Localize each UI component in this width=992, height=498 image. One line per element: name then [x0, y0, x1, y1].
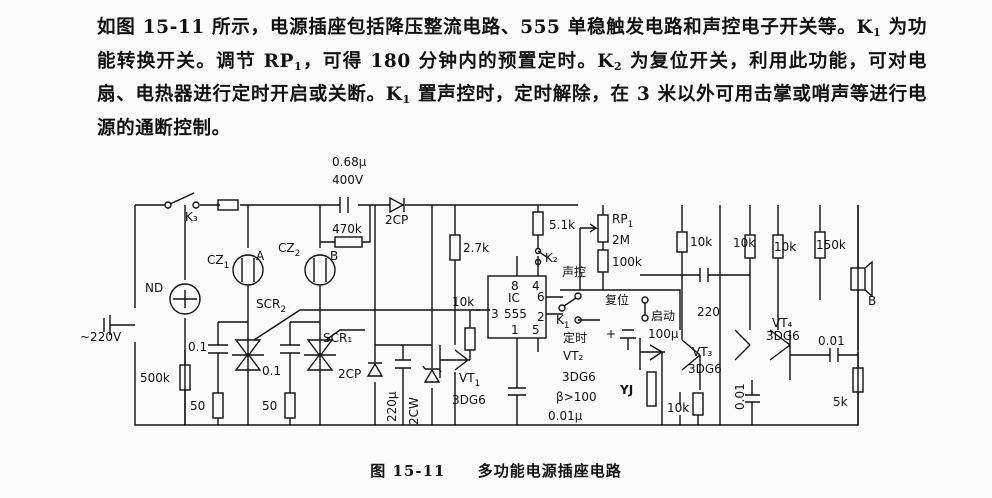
label-c-220u: 220μ [385, 391, 399, 422]
label-r-10k-b: 10k [733, 236, 755, 250]
label-r-51k: 5.1k [549, 218, 575, 232]
label-r-10k-c: 10k [774, 240, 796, 254]
wiring [103, 192, 873, 426]
label-r-470k: 470k [332, 222, 362, 236]
text-run: 置声控时，定时解除，在 3 米以外可用击掌或哨声等进行电源的通断控制。 [97, 84, 927, 139]
label-rp1: RP1 [612, 212, 633, 230]
subscript: 1 [294, 59, 303, 73]
label-pin8: 8 [511, 279, 519, 293]
label-vt2: VT₂ [563, 349, 584, 363]
label-vt2-type: 3DG6 [562, 370, 596, 384]
label-c-drop-voltage: 400V [332, 173, 364, 187]
label-vt3-type: 3DG6 [688, 362, 722, 376]
label-c-220: 220 [697, 305, 720, 319]
text-run: ，可得 180 分钟内的预置定时。K [302, 50, 614, 72]
label-zener: 2CW [407, 397, 421, 425]
label-pin3: 3 [491, 307, 499, 321]
label-c-100u: 100μ [648, 327, 679, 341]
label-r-27k: 2.7k [463, 241, 489, 255]
label-2cp-bottom: 2CP [338, 367, 361, 381]
label-vt4-type: 3DG6 [766, 329, 800, 343]
figure-title: 多功能电源插座电路 [477, 462, 622, 480]
label-sound-ctrl: 声控 [562, 265, 586, 279]
label-c-drop-value: 0.68μ [332, 155, 367, 169]
label-pin2: 2 [537, 310, 545, 324]
label-c-01-left: 0.1 [188, 340, 207, 354]
subscript: 2 [613, 59, 623, 73]
label-scr1: SCR₁ [323, 331, 352, 345]
text-run: 为复位开关，利用此功能，可对电扇、电热器进行定时开启或关断。K [97, 50, 927, 106]
label-cz2: CZ2 [278, 241, 300, 259]
subscript: 1 [402, 93, 411, 106]
label-pin6: 6 [537, 290, 545, 304]
label-yj: YJ [619, 383, 633, 397]
label-c-001-v: 0.01 [733, 383, 747, 410]
label-c-001: 0.01μ [548, 409, 583, 423]
label-pin-a: A [256, 249, 265, 263]
figure-caption: 图 15-11 多功能电源插座电路 [0, 460, 992, 481]
label-reset: 复位 [605, 292, 629, 307]
label-r-100k: 100k [612, 255, 642, 269]
label-ic-type: 555 [504, 307, 527, 321]
label-ic: IC [508, 291, 520, 305]
label-2cp-top: 2CP [385, 213, 408, 227]
label-r-5k: 5k [833, 395, 848, 409]
label-pin1: 1 [511, 323, 519, 337]
text-run: 为功能转换开关。调节 RP [97, 17, 927, 72]
subscript: 1 [873, 26, 882, 39]
label-plus: + [606, 327, 616, 341]
label-c-001-right: 0.01 [818, 334, 845, 348]
label-beta: β>100 [556, 390, 597, 404]
label-vt1: VT1 [459, 371, 480, 389]
component-labels: ~220V K₃ ND CZ1 A CZ2 B SCR2 SCR₁ 0.68μ … [80, 155, 876, 425]
label-r-50-mid: 50 [262, 399, 277, 413]
label-mains: ~220V [80, 330, 122, 344]
label-r-10k-a: 10k [690, 235, 712, 249]
label-rp1-value: 2M [612, 233, 630, 247]
label-speaker-b: B [868, 294, 876, 308]
label-pin5: 5 [532, 323, 540, 337]
label-start: 启动 [651, 309, 675, 323]
label-r-50-left: 50 [190, 399, 205, 413]
label-timing: 定时 [563, 330, 587, 345]
label-k2: K₂ [545, 251, 558, 265]
label-k3: K₃ [185, 210, 198, 224]
label-r-500k: 500k [140, 371, 170, 385]
label-r-10k-vt1: 10k [452, 295, 474, 309]
label-k1: K1 [556, 313, 570, 331]
label-vt1-type: 3DG6 [452, 393, 486, 407]
figure-number: 图 15-11 [370, 462, 446, 480]
label-cz1: CZ1 [207, 253, 229, 271]
label-vt3: VT₃ [692, 345, 713, 359]
label-r-150k: 150k [816, 238, 846, 252]
label-pin4: 4 [532, 279, 540, 293]
label-scr2: SCR2 [256, 297, 286, 315]
label-pin-b: B [330, 249, 338, 263]
text-run: 如图 15-11 所示，电源插座包括降压整流电路、555 单稳触发电路和声控电子… [97, 17, 874, 38]
label-vt4: VT₄ [772, 316, 793, 330]
label-c-01-mid: 0.1 [262, 364, 281, 378]
label-r-10k-bottom: 10k [667, 401, 689, 415]
body-paragraph: 如图 15-11 所示，电源插座包括降压整流电路、555 单稳触发电路和声控电子… [97, 14, 927, 143]
label-nd: ND [145, 281, 163, 295]
